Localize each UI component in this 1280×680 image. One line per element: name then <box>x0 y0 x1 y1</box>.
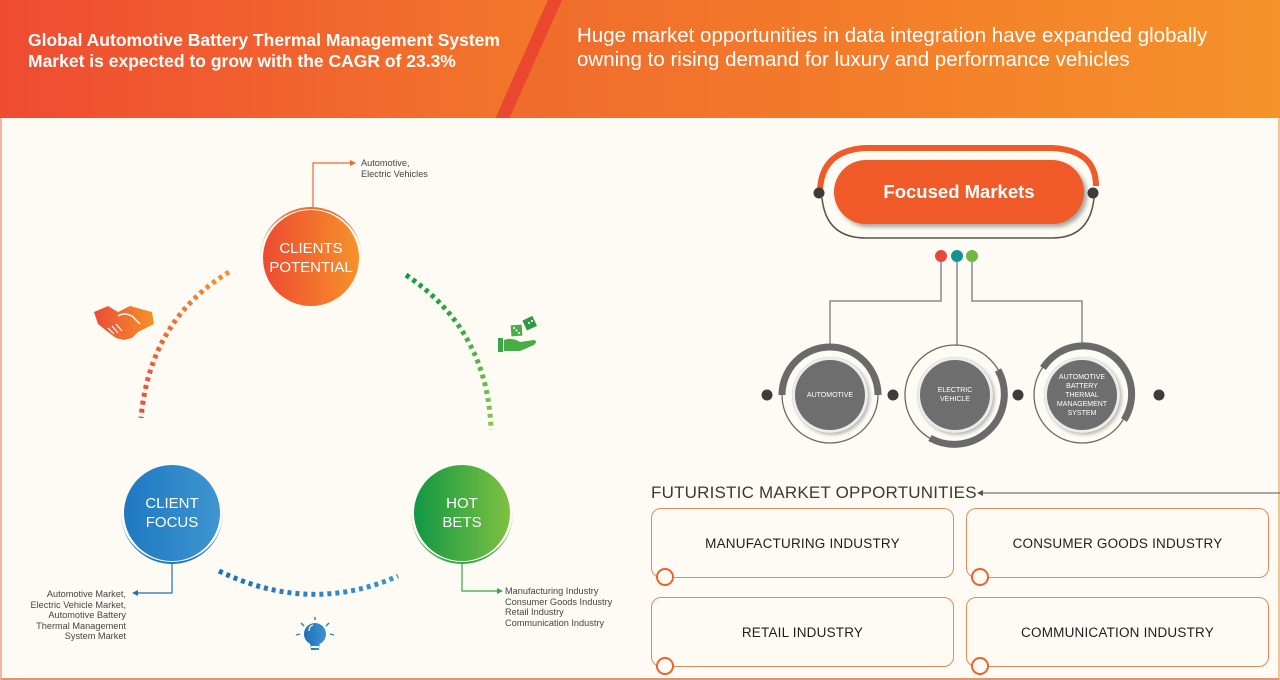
hot-bets-note-line: Manufacturing Industry <box>505 586 599 596</box>
hot-bets-note-line: Retail Industry <box>505 607 564 617</box>
client-focus-circle: CLIENT FOCUS <box>121 465 223 564</box>
futuristic-title: FUTURISTIC MARKET OPPORTUNITIES <box>651 483 977 502</box>
client-focus-note-line: Thermal Management <box>36 620 126 631</box>
market-node-label: ELECTRIC <box>937 387 973 394</box>
market-node-label: VEHICLE <box>940 396 970 403</box>
market-node-electric-vehicle: ELECTRIC VEHICLE <box>917 357 993 433</box>
opportunity-card: COMMUNICATION INDUSTRY <box>966 597 1269 675</box>
client-focus-note-line: Automotive Battery <box>48 610 126 620</box>
market-node-battery-thermal-system: AUTOMOTIVE BATTERY THERMAL MANAGEMENT SY… <box>1044 357 1120 433</box>
clients-potential-note: Automotive, Electric Vehicles <box>361 158 428 179</box>
opportunity-card: MANUFACTURING INDUSTRY <box>651 508 954 586</box>
hot-bets-note: Manufacturing Industry Consumer Goods In… <box>505 586 612 628</box>
opportunity-card: CONSUMER GOODS INDUSTRY <box>966 508 1269 586</box>
client-focus-label-1: CLIENT <box>145 495 199 512</box>
market-node-label: AUTOMOTIVE <box>806 391 854 399</box>
opportunity-label: MANUFACTURING INDUSTRY <box>705 535 900 551</box>
opportunity-label: RETAIL INDUSTRY <box>741 624 864 640</box>
market-node-label: SYSTEM <box>1067 409 1097 417</box>
clients-potential-note-line: Automotive, <box>361 158 410 168</box>
header-banner: Global Automotive Battery Thermal Manage… <box>0 0 1280 118</box>
card-circle-marker <box>971 657 989 675</box>
content-frame <box>0 118 1280 680</box>
card-circle-marker <box>971 568 989 586</box>
opportunity-label: COMMUNICATION INDUSTRY <box>1021 624 1214 640</box>
market-node-label: BATTERY <box>1066 382 1098 390</box>
market-node-automotive: AUTOMOTIVE <box>792 357 868 433</box>
opportunity-card: RETAIL INDUSTRY <box>651 597 954 675</box>
client-focus-note: Automotive Market, Electric Vehicle Mark… <box>10 589 126 642</box>
header-right-panel <box>500 0 1280 118</box>
client-focus-note-line: Electric Vehicle Market, <box>30 599 126 610</box>
subheadline: Huge market opportunities in data integr… <box>577 24 1208 71</box>
market-node-label: THERMAL <box>1065 391 1099 399</box>
client-focus-note-line: Automotive Market, <box>46 589 126 599</box>
client-focus-note-line: System Market <box>64 631 126 641</box>
client-focus-label-2: FOCUS <box>145 514 199 531</box>
hot-bets-label-1: HOT <box>446 495 478 512</box>
card-circle-marker <box>656 657 674 675</box>
hot-bets-circle: HOT BETS <box>411 465 513 564</box>
market-node-label: MANAGEMENT <box>1056 400 1108 408</box>
market-node-label: AUTOMOTIVE <box>1058 373 1106 381</box>
focused-markets-title: Focused Markets <box>834 160 1084 224</box>
hot-bets-label-2: BETS <box>442 514 482 531</box>
opportunity-label: CONSUMER GOODS INDUSTRY <box>1012 535 1223 551</box>
card-circle-marker <box>656 568 674 586</box>
clients-potential-label-1: CLIENTS <box>279 240 343 257</box>
clients-potential-label-2: POTENTIAL <box>269 259 353 276</box>
hot-bets-note-line: Consumer Goods Industry <box>505 596 613 607</box>
clients-potential-note-line: Electric Vehicles <box>361 168 428 179</box>
clients-potential-circle: CLIENTS POTENTIAL <box>260 207 362 306</box>
hot-bets-note-line: Communication Industry <box>505 617 605 628</box>
headline: Global Automotive Battery Thermal Manage… <box>28 30 500 71</box>
